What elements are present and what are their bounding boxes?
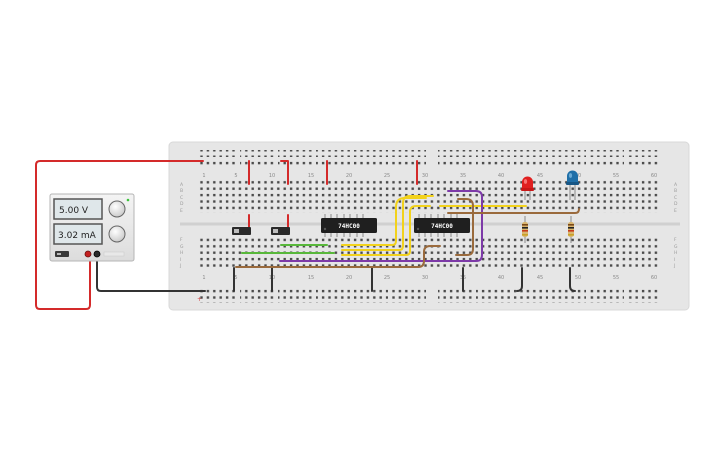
black-jumper[interactable] — [516, 267, 523, 292]
col-label-top: 10 — [269, 173, 275, 179]
row-label: J — [179, 263, 181, 269]
power-supply[interactable]: 5.00 V 3.02 mA — [49, 193, 135, 262]
col-label-top: 1 — [202, 173, 205, 179]
resistor-1[interactable] — [522, 216, 528, 243]
col-label-bottom: 5 — [234, 275, 237, 281]
col-label-top: 55 — [613, 173, 619, 179]
yellow-wire[interactable] — [341, 195, 434, 251]
row-label: C — [674, 195, 677, 201]
negative-terminal[interactable] — [93, 250, 101, 258]
black-wire-supply-negative[interactable] — [96, 254, 206, 292]
chip-label: 74HC00 — [431, 223, 453, 230]
col-label-top: 20 — [346, 173, 352, 179]
row-label: D — [674, 201, 678, 207]
row-label: D — [180, 201, 184, 207]
row-label: H — [180, 250, 183, 256]
slide-switch-1[interactable] — [232, 227, 251, 235]
row-label: B — [180, 188, 183, 194]
col-label-bottom: 55 — [613, 275, 619, 281]
col-label-bottom: 60 — [651, 275, 657, 281]
slide-switch-2[interactable] — [271, 227, 290, 235]
row-label: G — [674, 244, 678, 250]
chip-2[interactable]: 74HC00 — [414, 214, 470, 237]
row-label: C — [180, 195, 183, 201]
row-label: A — [674, 182, 678, 188]
col-label-top: 60 — [651, 173, 657, 179]
row-label: E — [180, 208, 183, 214]
col-label-bottom: 30 — [422, 275, 428, 281]
row-label: F — [180, 237, 183, 243]
col-label-top: 15 — [308, 173, 314, 179]
row-label: I — [180, 257, 181, 263]
current-readout: 3.02 mA — [58, 231, 97, 241]
col-label-bottom: 1 — [202, 275, 205, 281]
power-switch[interactable] — [55, 251, 69, 257]
col-label-bottom: 20 — [346, 275, 352, 281]
chip-label: 74HC00 — [338, 223, 360, 230]
col-label-bottom: 40 — [498, 275, 504, 281]
col-label-bottom: 15 — [308, 275, 314, 281]
row-label: J — [673, 263, 675, 269]
led-red[interactable] — [521, 176, 534, 200]
yellow-wire[interactable] — [341, 205, 431, 256]
status-led-icon — [126, 198, 130, 202]
row-label: I — [674, 257, 675, 263]
col-label-top: 40 — [498, 173, 504, 179]
brown-wire[interactable] — [455, 198, 474, 256]
led-blue[interactable] — [566, 170, 579, 201]
col-label-top: 25 — [384, 173, 390, 179]
current-display — [53, 223, 103, 245]
row-label: E — [674, 208, 677, 214]
current-knob[interactable] — [108, 225, 126, 243]
col-label-top: 30 — [422, 173, 428, 179]
row-label: F — [674, 237, 677, 243]
row-label: H — [674, 250, 677, 256]
brown-wire[interactable] — [447, 208, 580, 214]
voltage-display — [53, 198, 103, 220]
resistor-2[interactable] — [568, 216, 574, 243]
brown-wire[interactable] — [235, 245, 441, 268]
row-label: B — [674, 188, 677, 194]
voltage-knob[interactable] — [108, 200, 126, 218]
purple-wire[interactable] — [279, 190, 483, 262]
row-label: A — [180, 182, 184, 188]
chip-1[interactable]: 74HC00 — [321, 214, 377, 237]
col-label-bottom: 50 — [575, 275, 581, 281]
red-jumper[interactable] — [280, 160, 289, 185]
col-label-top: 5 — [234, 173, 237, 179]
col-label-bottom: 25 — [384, 275, 390, 281]
rail-plus-label: + — [197, 296, 202, 303]
col-label-top: 45 — [537, 173, 543, 179]
positive-terminal[interactable] — [84, 250, 92, 258]
red-wire-supply-positive[interactable] — [35, 160, 204, 310]
black-jumper[interactable] — [569, 267, 576, 292]
yellow-wire[interactable] — [341, 197, 427, 246]
row-label: G — [180, 244, 184, 250]
col-label-bottom: 45 — [537, 275, 543, 281]
voltage-readout: 5.00 V — [59, 206, 89, 216]
col-label-top: 35 — [460, 173, 466, 179]
